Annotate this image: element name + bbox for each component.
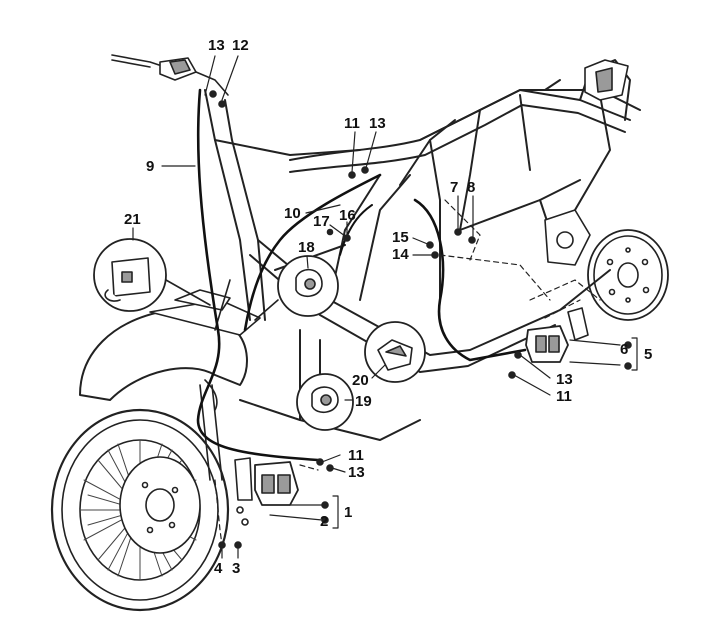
leader-lines (132, 55, 638, 559)
front-wheel (50, 408, 230, 612)
callout-8: 8 (467, 179, 476, 196)
callout-20: 20 (352, 372, 369, 389)
callout-5: 5 (644, 346, 653, 363)
front-fairing (79, 289, 261, 411)
callout-19: 19 (355, 393, 372, 410)
detail-circle-19 (296, 373, 354, 431)
callout-13-top: 13 (208, 37, 225, 54)
callout-17: 17 (313, 213, 330, 230)
callout-1: 1 (344, 504, 353, 521)
callout-3: 3 (232, 560, 241, 577)
callout-12: 12 (232, 37, 249, 54)
rear-hub (544, 209, 591, 266)
detail-circle-20 (364, 321, 426, 383)
callout-7: 7 (450, 179, 459, 196)
callout-18: 18 (298, 239, 315, 256)
callout-6: 6 (620, 341, 629, 358)
detail-circle-18 (254, 255, 339, 321)
callout-13-front: 13 (348, 464, 365, 481)
callout-21: 21 (124, 211, 141, 228)
callout-16: 16 (339, 207, 356, 224)
detail-circle-21 (93, 238, 211, 312)
callout-11-upper: 11 (344, 115, 360, 132)
callout-14: 14 (392, 246, 409, 263)
callout-2: 2 (320, 513, 329, 530)
front-brake-disc (119, 456, 201, 554)
rear-caliper (525, 307, 589, 363)
callout-10: 10 (284, 205, 301, 222)
rear-brake-disc (587, 229, 669, 321)
callout-11-rear: 11 (556, 388, 572, 405)
handlebar (111, 54, 229, 96)
callout-13-upper: 13 (369, 115, 386, 132)
rear-fender (584, 59, 629, 101)
callout-13-rear: 13 (556, 371, 573, 388)
callout-9: 9 (146, 158, 155, 175)
callout-11-front: 11 (348, 447, 364, 464)
callout-4: 4 (214, 560, 223, 577)
front-caliper (234, 457, 299, 526)
callout-15: 15 (392, 229, 409, 246)
exploded-view-dashes (214, 199, 601, 546)
brake-hoses (196, 88, 527, 462)
